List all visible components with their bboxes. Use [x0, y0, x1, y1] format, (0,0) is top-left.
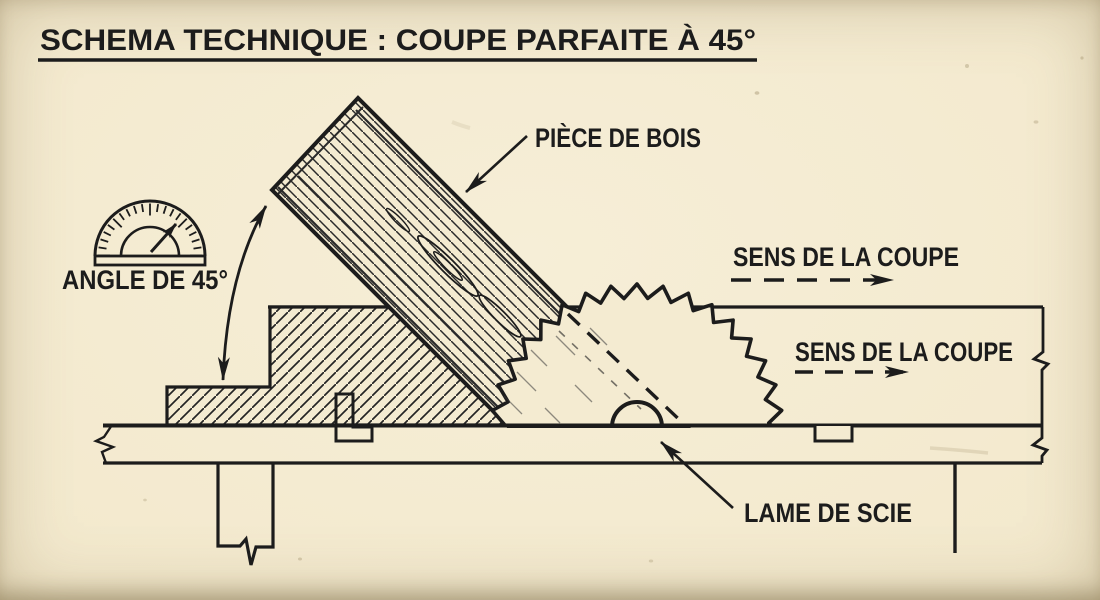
table-left-break-edge — [92, 424, 117, 464]
saw-blade-leader-arrow — [660, 441, 734, 509]
angle-label: ANGLE DE 45° — [62, 265, 228, 295]
miter-slot-right — [813, 426, 854, 443]
speckle — [754, 91, 760, 95]
ghost-grain — [503, 327, 608, 424]
blade-arbor-hub — [610, 400, 664, 428]
protractor-tick — [191, 238, 200, 243]
protractor-outer-arc — [93, 199, 207, 257]
protractor-tick — [169, 208, 175, 217]
protractor-icon — [93, 199, 207, 267]
bench-right-break-edge — [1030, 307, 1051, 463]
protractor-tick — [156, 203, 159, 213]
protractor-base-bar — [93, 254, 207, 267]
cut-line-dashed-secondary — [558, 330, 642, 410]
protractor-tick — [100, 238, 109, 243]
wood-knot — [416, 234, 480, 298]
protractor-tick — [98, 246, 107, 250]
protractor-tick — [125, 208, 131, 217]
speckle — [143, 498, 147, 502]
workbench-table — [92, 392, 1043, 566]
protractor-tick — [133, 205, 138, 214]
saw-blade-label: LAME DE SCIE — [744, 498, 912, 528]
miter-slot-left — [334, 392, 374, 443]
wood-knot — [478, 294, 522, 338]
support-block-hatching — [167, 307, 507, 425]
protractor-tick — [118, 212, 125, 221]
table-left-leg — [216, 463, 275, 566]
ghost-grain-dash — [574, 384, 593, 403]
ghost-grain-dash — [516, 371, 537, 392]
protractor-needle — [149, 223, 178, 253]
paper-speckles — [143, 56, 1084, 563]
speckle — [1080, 56, 1084, 60]
protractor-tick — [112, 218, 123, 228]
ghost-grain-dash — [544, 407, 561, 424]
protractor-tick — [103, 231, 112, 237]
smudge — [929, 446, 989, 455]
protractor-tick — [177, 218, 188, 228]
cut-plane-lines — [503, 312, 688, 428]
protractor-tick — [162, 205, 167, 214]
saw-blade-teeth — [490, 282, 784, 426]
protractor-tick — [188, 231, 197, 237]
grain-line — [276, 106, 364, 196]
ghost-grain-dash — [589, 327, 608, 346]
smudge — [451, 120, 471, 130]
page-title: SCHEMA TECHNIQUE : COUPE PARFAITE À 45° — [40, 23, 756, 57]
ghost-grain-dash — [555, 335, 576, 356]
wood-knot-small — [385, 207, 411, 233]
protractor-tick — [185, 224, 193, 231]
wood-piece-label: PIÈCE DE BOIS — [535, 122, 701, 153]
angle-arc-double-arrow — [217, 205, 268, 381]
grain-line — [277, 186, 511, 420]
protractor-tick-marks — [98, 203, 202, 257]
cut-line-dashed-main — [566, 312, 688, 428]
speckle — [648, 559, 654, 563]
cut-direction-label-top: SENS DE LA COUPE — [733, 242, 959, 272]
protractor-inner-arc — [119, 225, 181, 257]
wood-piece-leader-arrow — [465, 135, 528, 193]
wood-knot-core — [432, 250, 464, 282]
protractor-tick — [141, 203, 144, 213]
protractor-tick — [107, 224, 115, 231]
speckle — [298, 557, 302, 561]
protractor-tick — [175, 212, 182, 221]
saw-blade — [490, 282, 784, 426]
speckle — [1033, 120, 1039, 124]
ghost-grain-dash — [503, 395, 523, 415]
speckle — [965, 64, 969, 68]
ghost-grain-dash — [530, 349, 548, 367]
cut-direction-label-bottom: SENS DE LA COUPE — [795, 337, 1013, 367]
protractor-tick — [193, 246, 202, 250]
